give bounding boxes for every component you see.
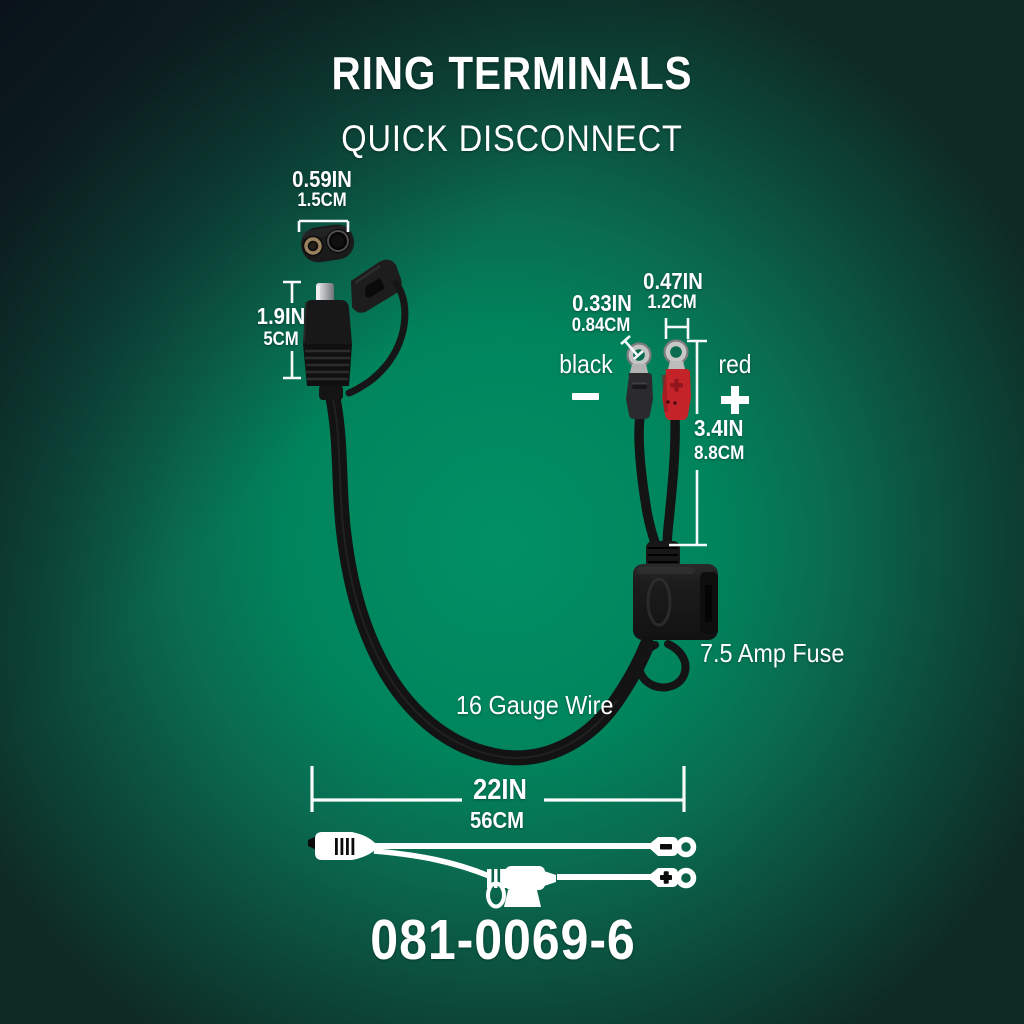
- dimension-lines: [283, 219, 707, 812]
- page-subtitle: QUICK DISCONNECT: [341, 118, 683, 159]
- terminal-wires: [634, 411, 680, 569]
- dim-red-ring-cm: 1.2CM: [647, 292, 697, 313]
- fuse-holder: [633, 564, 718, 692]
- dust-cap: [345, 259, 409, 397]
- dim-lead-length-in: 3.4IN: [694, 415, 744, 441]
- dim-black-ring-in: 0.33IN: [572, 290, 632, 316]
- plus-icon: [721, 386, 749, 414]
- connector-end-view: [301, 224, 355, 263]
- main-cable: [325, 390, 655, 766]
- page-title: RING TERMINALS: [331, 47, 693, 99]
- black-terminal-label: black: [559, 349, 613, 379]
- dim-connector-length-cm: 5CM: [263, 329, 299, 350]
- dim-red-ring-in: 0.47IN: [643, 268, 703, 294]
- red-ring-terminal: [662, 339, 691, 420]
- red-terminal-label: red: [718, 349, 752, 379]
- schematic-positive-terminal: [647, 867, 697, 889]
- dim-black-ring-cm: 0.84CM: [571, 315, 631, 336]
- fuse-callout: 7.5 Amp Fuse: [700, 638, 845, 668]
- sae-connector-photo: [303, 283, 352, 400]
- dim-cable-length-in: 22IN: [473, 774, 527, 806]
- dim-lead-length-cm: 8.8CM: [694, 443, 745, 464]
- product-schematic: [308, 832, 697, 909]
- dim-connector-length-in: 1.9IN: [256, 303, 306, 329]
- dim-connector-width-cm: 1.5CM: [297, 190, 347, 211]
- minus-icon: [572, 393, 599, 400]
- dim-connector-width-in: 0.59IN: [292, 166, 352, 192]
- schematic-fuse: [486, 866, 652, 909]
- plus-icon-bar-vertical: [731, 386, 739, 414]
- part-number: 081-0069-6: [370, 908, 636, 972]
- schematic-negative-terminal: [647, 836, 697, 858]
- dim-cable-length-cm: 56CM: [470, 807, 524, 833]
- wire-gauge-callout: 16 Gauge Wire: [456, 690, 614, 720]
